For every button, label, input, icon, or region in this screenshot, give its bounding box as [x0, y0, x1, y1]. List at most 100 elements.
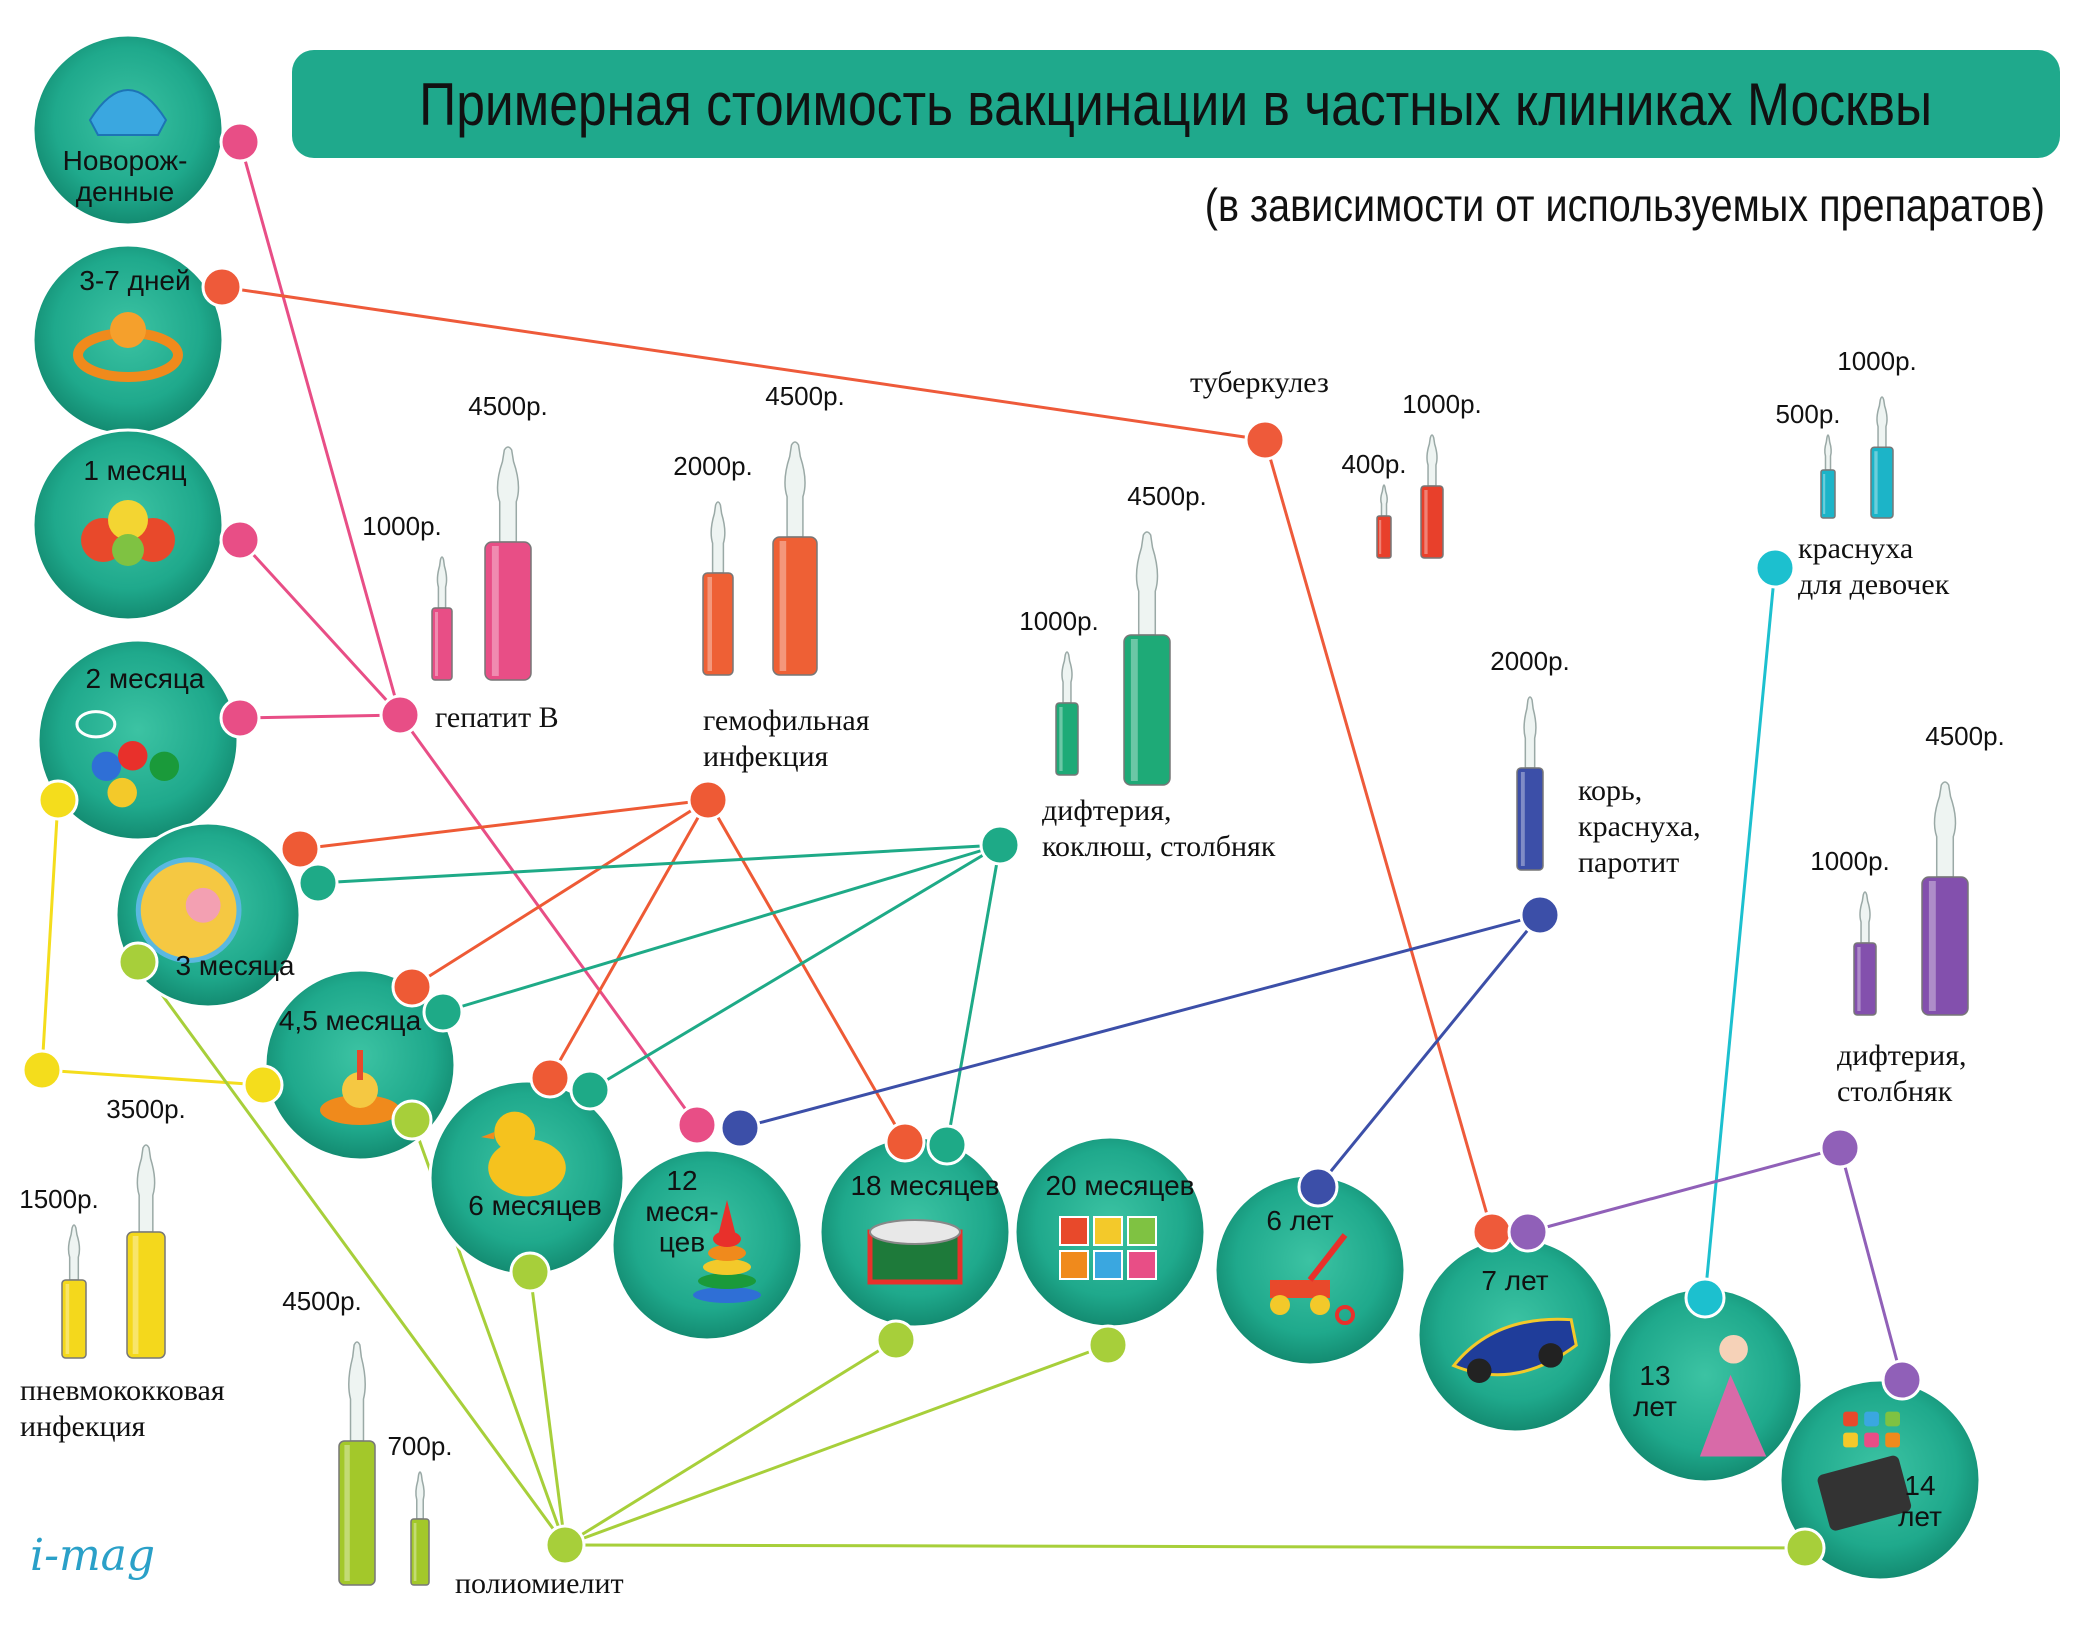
vaccine-label: туберкулез — [1190, 366, 1329, 399]
connector-dot — [219, 697, 261, 739]
vaccine-polio: 4500р.700р. — [282, 1286, 453, 1586]
price-label: 1000р. — [1837, 346, 1917, 376]
age-circle — [610, 1148, 804, 1342]
vaccine-label: дифтерия,коклюш, столбняк — [1042, 794, 1276, 863]
connector-dot — [1297, 1166, 1339, 1208]
connector-dot — [297, 862, 339, 904]
connector-dot — [926, 1124, 968, 1166]
soft-ball-icon — [135, 857, 242, 964]
connector-line — [442, 843, 1001, 1014]
age-label: 18 месяцев — [850, 1170, 999, 1201]
vaccine-hemophilus: 2000р. 4500р. — [673, 381, 845, 676]
connector-line — [238, 538, 402, 717]
spinning-top-icon — [320, 1050, 400, 1125]
price-label: 500р. — [1775, 399, 1840, 429]
connector-dot — [1244, 419, 1286, 461]
age-label: 20 месяцев — [1045, 1170, 1194, 1201]
ampoule-icon — [126, 1144, 166, 1359]
ampoules: 1000р.4500р.2000р.4500р.1000р.4500р.400р… — [19, 346, 2005, 1586]
age-node-m20: 20 месяцев — [1013, 1135, 1207, 1329]
baby-cap-icon — [88, 89, 168, 136]
age-circles: Новорож-денные 3-7 дней 1 месяц 2 месяца 3 м… — [31, 33, 1982, 1582]
connector-dot — [1087, 1324, 1129, 1366]
price-label: 4500р. — [282, 1286, 362, 1316]
age-node-m3: 3 месяца — [114, 821, 302, 1009]
pacifier-icon — [73, 312, 183, 382]
price-label: 2000р. — [673, 451, 753, 481]
connector-line — [739, 913, 1541, 1130]
vaccine-tuberculosis: 400р. 1000р. — [1341, 389, 1482, 559]
connector-line — [548, 799, 710, 1079]
connector-dot — [979, 824, 1021, 866]
age-node-d3_7: 3-7 дней — [31, 243, 225, 437]
connector-dot — [529, 1057, 571, 1099]
connector-line — [411, 798, 709, 989]
connector-dot — [242, 1064, 284, 1106]
ampoule-icon — [1055, 651, 1079, 776]
drum-icon — [867, 1219, 963, 1285]
age-label: Новорож-денные — [63, 145, 188, 207]
age-label: 2 месяца — [86, 663, 205, 694]
connector-line — [136, 961, 567, 1546]
age-label: 1 месяц — [83, 455, 186, 486]
connector-line — [706, 799, 907, 1143]
price-label: 4500р. — [1127, 481, 1207, 511]
age-node-newborn: Новорож-денные — [31, 33, 225, 227]
ampoule-icon — [1870, 396, 1894, 519]
connector-dot — [1784, 1527, 1826, 1569]
connector-line — [564, 1543, 1806, 1550]
connector-dot — [1819, 1127, 1861, 1169]
ampoule-icon — [431, 556, 453, 681]
connector-dot — [569, 1069, 611, 1111]
connector-dot — [391, 966, 433, 1008]
ampoule-icon — [1376, 484, 1392, 559]
connector-dot — [1881, 1359, 1923, 1401]
connector-line — [1316, 914, 1542, 1188]
vaccine-mmr: 2000р. — [1490, 646, 1570, 871]
age-label: 7 лет — [1481, 1265, 1548, 1296]
doll-icon — [1699, 1334, 1767, 1457]
age-node-m1: 1 месяц — [31, 428, 225, 622]
connection-dots — [21, 121, 1923, 1569]
connector-line — [239, 713, 401, 720]
connector-dot — [279, 828, 321, 870]
connector-dot — [219, 519, 261, 561]
ampoule-icon — [702, 501, 734, 676]
connector-dot — [676, 1104, 718, 1146]
connector-dot — [37, 779, 79, 821]
vaccine-dtp: 1000р.4500р. — [1019, 481, 1207, 786]
tablet-icon — [1817, 1411, 1912, 1531]
connector-dot — [1471, 1211, 1513, 1253]
vaccine-label: гепатит B — [435, 701, 559, 734]
connector-dot — [884, 1121, 926, 1163]
connector-dot — [687, 779, 729, 821]
page-title: Примерная стоимость вакцинации в частных… — [419, 70, 1933, 138]
connector-dot — [1684, 1277, 1726, 1319]
price-label: 4500р. — [1925, 721, 2005, 751]
price-label: 4500р. — [765, 381, 845, 411]
price-label: 1000р. — [1402, 389, 1482, 419]
price-label: 400р. — [1341, 449, 1406, 479]
connector-dot — [422, 991, 464, 1033]
age-label: 3 месяца — [176, 950, 295, 981]
connector-dot — [117, 941, 159, 983]
price-label: 1500р. — [19, 1184, 99, 1214]
price-label: 1000р. — [362, 511, 442, 541]
ampoule-icon — [1123, 531, 1171, 786]
connector-dot — [1507, 1211, 1549, 1253]
connector-dot — [1519, 894, 1561, 936]
ampoule-icon — [484, 446, 532, 681]
connector-dot — [875, 1319, 917, 1361]
connector-dot — [219, 121, 261, 163]
cubes-icon — [1059, 1216, 1157, 1280]
logo: i-mag — [30, 1530, 156, 1581]
connector-dot — [544, 1524, 586, 1566]
vaccine-pneumococcal: 1500р.3500р. — [19, 1094, 186, 1359]
ampoule-icon — [338, 1341, 376, 1586]
